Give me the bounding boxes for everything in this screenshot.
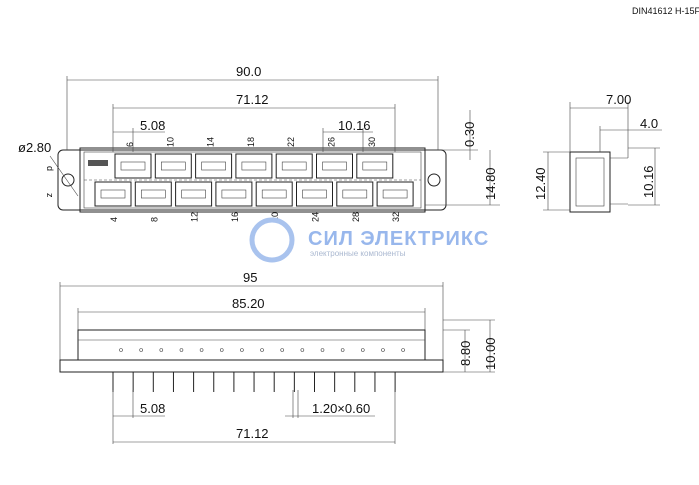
pin-hole <box>320 348 325 352</box>
contact-slot <box>201 161 226 171</box>
contact-slot <box>322 161 347 171</box>
contact-cell <box>94 181 132 207</box>
contact-slot <box>181 189 206 199</box>
dim-offset: 0.30 <box>462 122 477 147</box>
contact-slot <box>261 189 287 199</box>
bottom-flange <box>59 359 444 373</box>
contact-slot <box>141 189 166 199</box>
contact-cell <box>154 153 192 179</box>
contact-cell <box>215 181 253 207</box>
pin-number-bottom: 4 <box>109 217 119 222</box>
dim-pitch-double: 10.16 <box>338 118 371 133</box>
contact-slot <box>221 189 247 199</box>
pin-hole <box>199 348 204 352</box>
watermark-tagline: электронные компоненты <box>310 249 406 258</box>
contact-cell <box>134 181 172 207</box>
pin-hole <box>381 348 385 352</box>
pin-hole <box>340 348 345 352</box>
dim-bottom-pitch: 5.08 <box>140 401 165 416</box>
connector-flange <box>57 149 447 211</box>
dim-body-height: 8.80 <box>458 341 473 366</box>
dim-row-spacing: 10.16 <box>641 165 656 198</box>
bottom-view: 95 85.20 8.80 10.00 5.08 1.20×0.60 71.12 <box>59 270 498 444</box>
contact-cell <box>114 153 152 179</box>
contact-slot <box>100 189 126 199</box>
contact-cell <box>336 181 374 207</box>
pin-number-top: 6 <box>125 142 135 147</box>
contact-slot <box>241 161 267 171</box>
contact-cell <box>195 153 233 179</box>
dim-bottom-overall: 95 <box>243 270 257 285</box>
contact-slot <box>362 161 388 171</box>
pin-hole <box>179 348 184 352</box>
contact-slot <box>120 161 146 171</box>
top-view: 90.0 71.12 5.08 10.16 0.30 14.80 ø2.80 d… <box>18 64 500 222</box>
pin-hole <box>260 348 264 352</box>
contact-slot <box>161 161 186 171</box>
dim-pin-offset: 4.0 <box>640 116 658 131</box>
pin-number-bottom: 28 <box>351 212 361 222</box>
pin-number-bottom: 32 <box>391 212 401 222</box>
contact-cell <box>275 153 313 179</box>
side-view: 7.00 4.0 12.40 10.16 <box>533 92 662 213</box>
dim-depth: 7.00 <box>606 92 631 107</box>
logo-mark <box>88 160 108 166</box>
contact-slot <box>382 189 408 199</box>
pin-number-bottom: 8 <box>149 217 159 222</box>
pin-hole <box>401 348 405 352</box>
pin-number-top: 26 <box>327 137 337 147</box>
dim-pitch-span: 71.12 <box>236 92 269 107</box>
pin-number-bottom: 16 <box>230 212 240 222</box>
row-label-z: z <box>45 193 55 198</box>
row-label-d: d <box>45 166 55 171</box>
mount-hole-right <box>427 173 441 187</box>
pin-hole <box>139 348 143 352</box>
pin-number-bottom: 12 <box>190 212 200 222</box>
mount-hole-left <box>61 173 75 187</box>
pin-number-bottom: 24 <box>311 212 321 222</box>
drawing-title: DIN41612 H-15F <box>632 6 699 16</box>
pin-number-top: 22 <box>286 137 296 147</box>
dim-bottom-pitch-span: 71.12 <box>236 426 269 441</box>
dim-total-height: 10.00 <box>483 337 498 370</box>
dim-overall-width: 90.0 <box>236 64 261 79</box>
pin-number-top: 30 <box>367 137 377 147</box>
pin-hole <box>119 348 123 352</box>
pin-hole <box>280 348 285 352</box>
pin-hole <box>219 348 224 352</box>
watermark: СИЛ ЭЛЕКТРИКС электронные компоненты <box>249 217 489 263</box>
contact-slot <box>342 189 368 199</box>
dim-mount: 85.20 <box>232 296 265 311</box>
watermark-logo-icon <box>249 217 295 263</box>
dim-hole-diameter: ø2.80 <box>18 140 51 155</box>
pin-hole <box>360 348 365 352</box>
dim-pin-size: 1.20×0.60 <box>312 401 370 416</box>
watermark-brand: СИЛ ЭЛЕКТРИКС <box>308 228 489 250</box>
contact-cell <box>255 181 293 207</box>
pin-hole <box>159 348 164 352</box>
side-body <box>569 151 611 213</box>
dim-side-height: 12.40 <box>533 167 548 200</box>
pin-hole <box>300 348 305 352</box>
pin-number-top: 10 <box>165 137 175 147</box>
dim-pitch: 5.08 <box>140 118 165 133</box>
pin-number-top: 18 <box>246 137 256 147</box>
contact-cell <box>356 153 394 179</box>
dim-height: 14.80 <box>483 167 498 200</box>
bottom-body <box>77 329 426 361</box>
pin-number-bottom: 20 <box>270 212 280 222</box>
pin-number-top: 14 <box>206 137 216 147</box>
contact-cell <box>235 153 273 179</box>
connector-body <box>79 147 426 213</box>
contact-slot <box>302 189 327 199</box>
contact-cell <box>316 153 353 179</box>
contact-cell <box>175 181 213 207</box>
pin-hole <box>240 348 244 352</box>
contact-slot <box>281 161 307 171</box>
contact-cell <box>376 181 414 207</box>
contact-cell <box>296 181 333 207</box>
